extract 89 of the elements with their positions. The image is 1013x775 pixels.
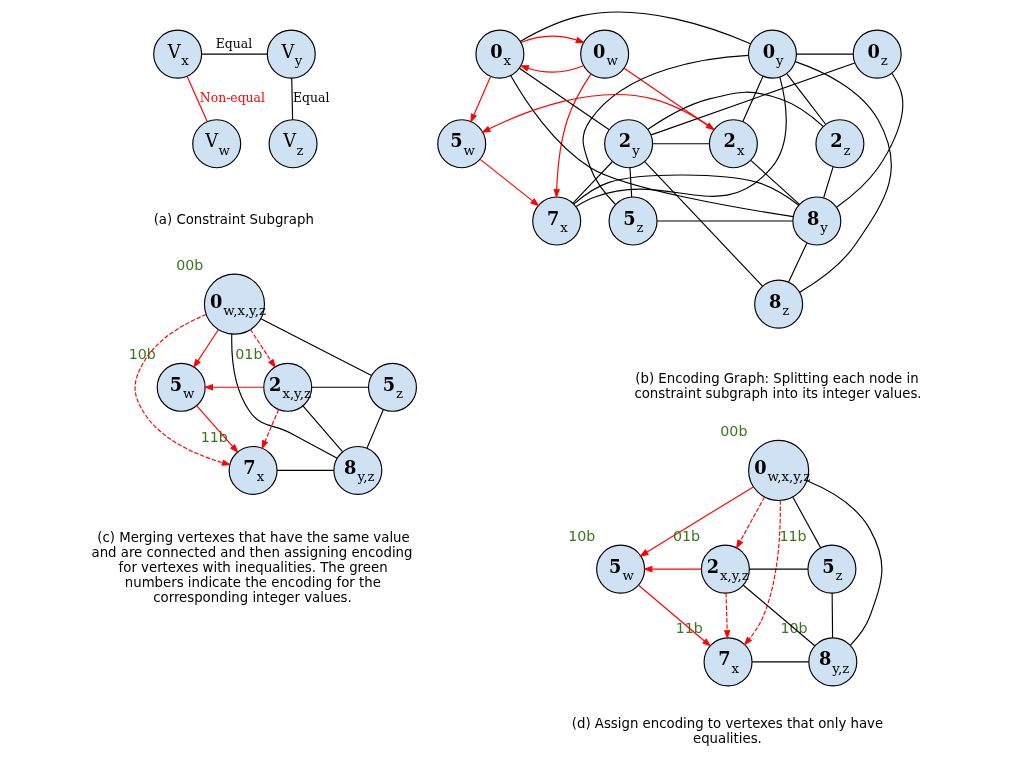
arrow [203, 384, 264, 391]
connector [791, 496, 821, 549]
arrow [134, 313, 231, 466]
connector [785, 73, 826, 125]
node-circle: 2$_{y}$ [603, 119, 653, 169]
node-circle: 2$_{z}$ [814, 119, 864, 169]
node-circle: V$_{x}$ [152, 29, 202, 79]
arrow [519, 65, 584, 73]
edge-label: Non-equal [199, 90, 265, 106]
arrow [261, 409, 279, 450]
node-circle: 0$_{w}$ [579, 29, 629, 79]
node-circle: 5$_{w}$ [595, 544, 645, 594]
node-circle: 5$_{w}$ [436, 119, 486, 169]
connector [831, 592, 833, 639]
connector [750, 160, 800, 205]
node-circle: 2$_{x,y,z}$ [262, 362, 312, 412]
node-label: 01b [672, 527, 700, 544]
connector [230, 333, 338, 459]
connector [365, 409, 384, 449]
arrow [192, 328, 219, 369]
node-circle: V$_{z}$ [268, 119, 318, 169]
connector [794, 61, 892, 293]
arrow [249, 328, 276, 369]
node-circle: 8$_{z}$ [753, 279, 803, 329]
node-circle: 5$_{w}$ [156, 362, 206, 412]
arrow [723, 592, 730, 640]
label: (c) Merging vertexes that have the same value and are connected and then assigning encoding for vertexes with inequalities. The green numbers indicate the encoding for the corresponding integer values. [91, 530, 412, 606]
node-circle: 0$_{z}$ [852, 29, 902, 79]
connector [822, 166, 834, 199]
connector [509, 75, 794, 218]
node-label: 01b [234, 345, 262, 362]
node-label: 11b [200, 428, 228, 445]
arrow [479, 158, 540, 207]
node-circle: 2$_{x}$ [708, 119, 758, 169]
node-label: 00b [719, 422, 747, 439]
node-label: 00b [175, 256, 203, 273]
arrow [552, 73, 592, 199]
connector [741, 75, 764, 123]
arrow [642, 565, 702, 573]
connector [795, 53, 854, 55]
connector [582, 54, 749, 206]
connector [742, 584, 815, 647]
arrow [735, 496, 765, 550]
label: (b) Encoding Graph: Splitting each node in constraint subgraph into its integer values. [633, 370, 922, 401]
connector [805, 480, 882, 646]
node-label: 11b [779, 527, 807, 544]
node-label: 10b [128, 345, 156, 362]
connector [572, 174, 799, 206]
connector [651, 143, 710, 145]
arrow [469, 75, 491, 124]
node-circle: 5$_{z}$ [367, 362, 417, 412]
connector [276, 469, 334, 471]
connector [835, 72, 903, 208]
connector [518, 67, 609, 130]
connector [301, 405, 343, 453]
connector [519, 11, 751, 45]
connector [186, 75, 208, 123]
connector [259, 318, 372, 377]
connector [787, 242, 807, 283]
node-circle: 8$_{y,z}$ [807, 637, 857, 687]
connector [571, 161, 613, 204]
edge-label: Equal [292, 90, 329, 106]
label: (a) Constraint Subgraph [153, 212, 314, 228]
node-circle: 0$_{y}$ [747, 29, 797, 79]
connector [751, 661, 809, 663]
connector [628, 167, 632, 198]
connector [643, 161, 763, 287]
connector [656, 220, 793, 222]
connector [748, 568, 808, 570]
node-label: 10b [567, 527, 595, 544]
node-circle: 8$_{y,z}$ [332, 445, 382, 495]
connector [200, 53, 268, 55]
arrow [520, 35, 585, 44]
connector [575, 76, 787, 207]
arrow [743, 499, 781, 646]
node-circle: V$_{y}$ [266, 29, 316, 79]
node-circle: V$_{w}$ [191, 119, 241, 169]
node-circle: 0$_{x}$ [474, 29, 524, 79]
arrow [195, 405, 239, 454]
node-circle: 8$_{y}$ [791, 196, 841, 246]
node-circle: 5$_{z}$ [806, 544, 856, 594]
connector [290, 77, 293, 121]
edge-label: Equal [215, 36, 252, 52]
label: (d) Assign encoding to vertexes that only have equalities. [571, 715, 883, 746]
arrow [637, 584, 711, 647]
connector [310, 386, 369, 388]
node-circle: 5$_{z}$ [608, 196, 658, 246]
connector [650, 62, 855, 136]
arrow [638, 486, 754, 557]
